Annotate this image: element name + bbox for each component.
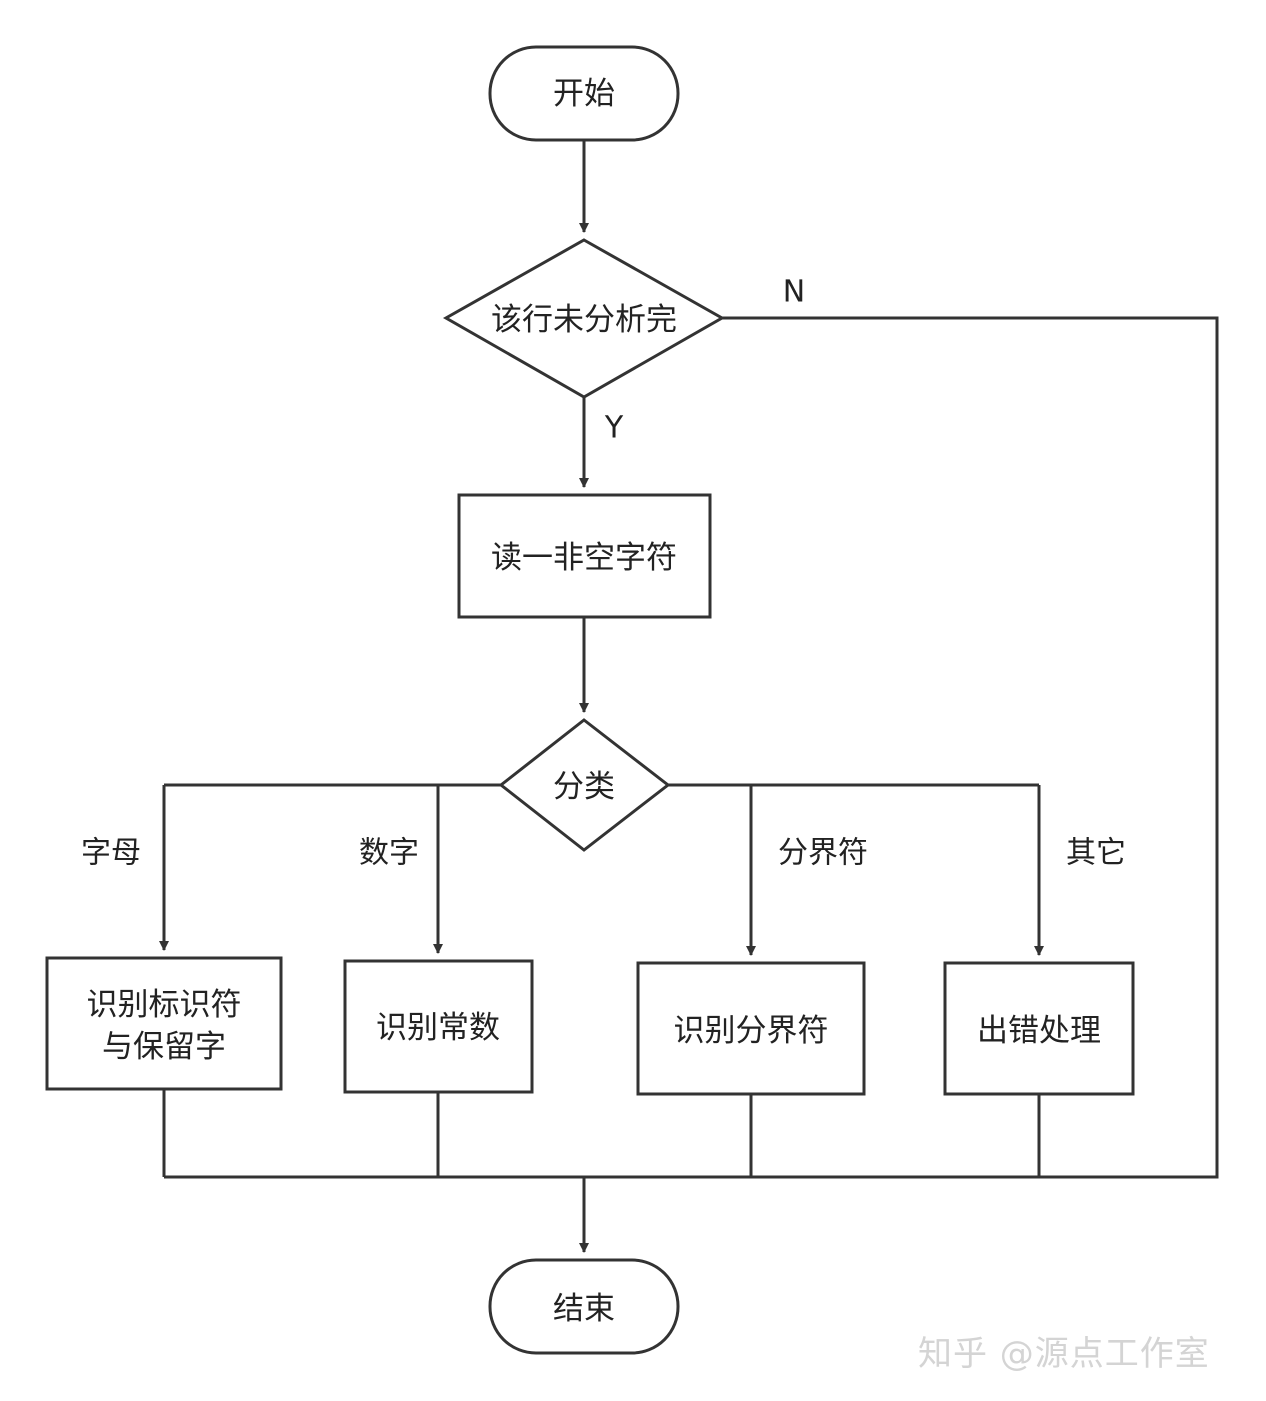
end-node: 结束 (488, 1258, 680, 1355)
identify-delim-process: 识别分界符 (636, 961, 866, 1096)
read-char-process: 读一非空字符 (457, 493, 712, 619)
end-label: 结束 (553, 1291, 615, 1327)
start-node: 开始 (488, 45, 680, 142)
classify-label: 分类 (553, 769, 615, 805)
identify-const-process: 识别常数 (343, 959, 534, 1094)
error-handle-process: 出错处理 (943, 961, 1135, 1096)
edge-label-other: 其它 (1066, 836, 1126, 871)
edge-label-letter: 字母 (81, 836, 141, 871)
identify-const-label: 识别常数 (376, 1010, 500, 1046)
start-label: 开始 (553, 76, 615, 112)
edge-label-digit: 数字 (359, 836, 419, 871)
watermark: 知乎 @源点工作室 (918, 1334, 1210, 1374)
identify-delim-label: 识别分界符 (674, 1013, 829, 1049)
error-handle-label: 出错处理 (977, 1013, 1101, 1049)
edge-label-yes: Y (604, 411, 624, 446)
read-char-label: 读一非空字符 (491, 540, 677, 576)
check-line-decision: 该行未分析完 (442, 238, 726, 399)
check-line-label: 该行未分析完 (491, 302, 677, 338)
identify-ident-process: 识别标识符 与保留字 (45, 956, 283, 1091)
edge-label-no: N (783, 275, 805, 310)
classify-decision: 分类 (498, 718, 671, 852)
identify-ident-label-line1: 识别标识符 (87, 987, 242, 1023)
identify-ident-label-line2: 与保留字 (102, 1029, 226, 1065)
edge-label-delimiter: 分界符 (778, 836, 868, 871)
edge-check-no-to-end (584, 316, 1219, 1179)
